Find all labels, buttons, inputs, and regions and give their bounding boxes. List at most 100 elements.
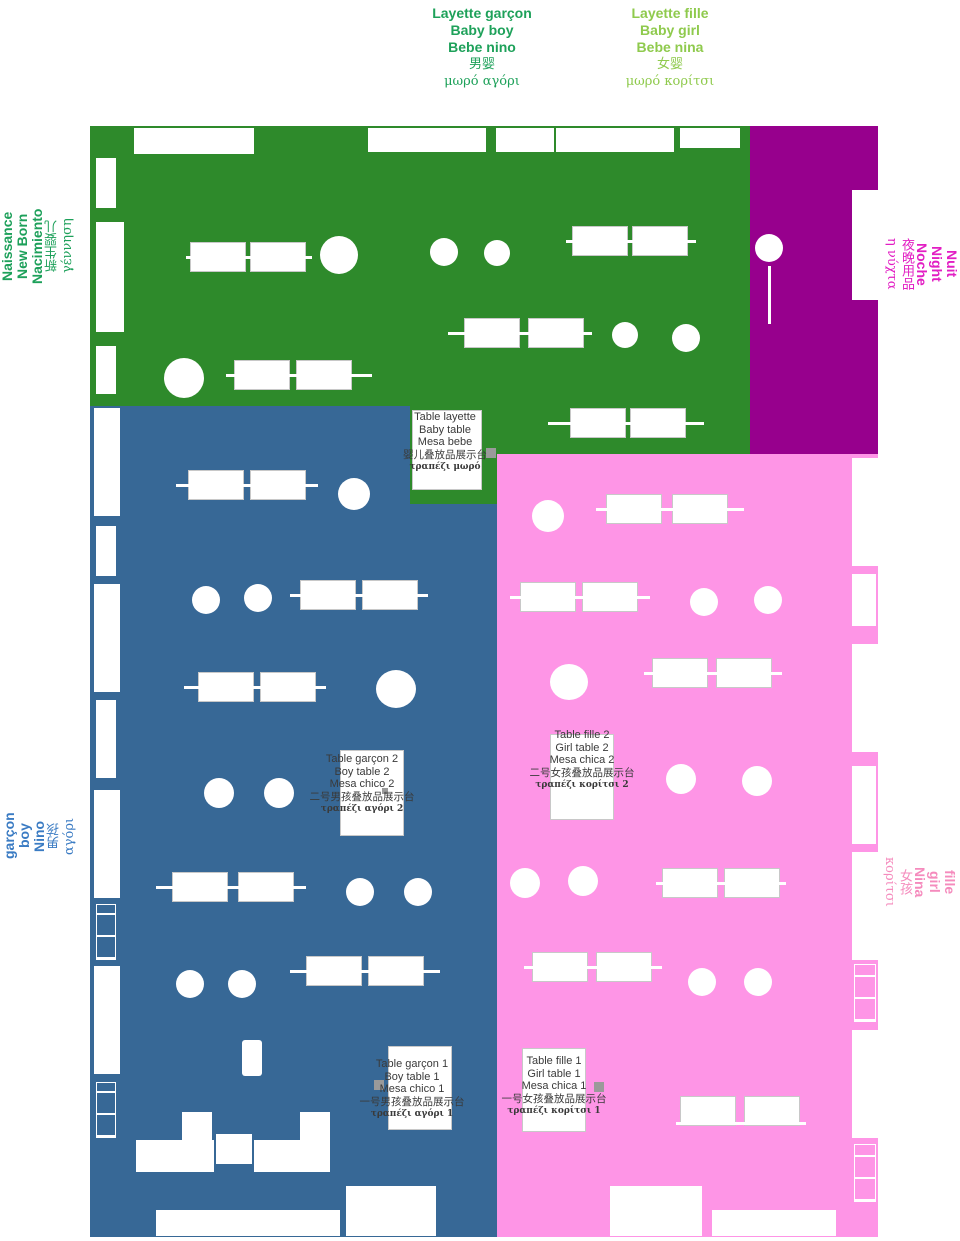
wall-shelf [680, 128, 740, 148]
display-box [242, 1040, 262, 1076]
wall-ladder [854, 1144, 876, 1202]
round-rack [742, 766, 772, 796]
boy-table-2-marker [382, 788, 388, 794]
gondola-rail [566, 240, 696, 243]
cashier-counter [136, 1140, 214, 1172]
night-wall-unit [852, 190, 878, 300]
round-rack [192, 586, 220, 614]
round-rack [228, 970, 256, 998]
gondola-rail [448, 332, 592, 335]
wall-shelf [852, 766, 876, 844]
cashier-block [300, 1112, 330, 1140]
gondola-rail [548, 422, 704, 425]
round-rack [244, 584, 272, 612]
gondola-rail [176, 484, 318, 487]
wall-shelf [96, 222, 124, 332]
round-rack [338, 478, 370, 510]
gondola-rail [186, 256, 312, 259]
wall-shelf [852, 852, 878, 960]
gondola-rail [290, 970, 440, 973]
round-rack [176, 970, 204, 998]
baby-table-marker [486, 448, 496, 458]
wall-shelf [852, 1030, 878, 1138]
round-rack [744, 968, 772, 996]
bottom-shelf [346, 1186, 436, 1236]
round-rack [690, 588, 718, 616]
girl-table-1-marker [594, 1082, 604, 1092]
gondola-rail [184, 686, 326, 689]
wall-shelf [94, 966, 120, 1074]
girl-table-2[interactable] [550, 734, 614, 820]
wall-shelf [94, 584, 120, 692]
round-rack [568, 866, 598, 896]
wall-shelf [852, 574, 876, 626]
round-rack [404, 878, 432, 906]
round-rack [532, 500, 564, 532]
wall-shelf [96, 700, 116, 778]
round-rack [484, 240, 510, 266]
round-rack [430, 238, 458, 266]
bottom-shelf [610, 1186, 702, 1236]
round-rack [666, 764, 696, 794]
gondola-rail [290, 594, 428, 597]
round-rack [164, 358, 204, 398]
gondola-rail [656, 882, 786, 885]
wall-shelf [496, 128, 554, 152]
gondola-pair [744, 1096, 800, 1126]
round-rack [346, 878, 374, 906]
wall-shelf [94, 790, 120, 898]
round-rack [510, 868, 540, 898]
round-rack [376, 670, 416, 708]
round-rack [688, 968, 716, 996]
wall-shelf [134, 128, 254, 154]
round-rack [672, 324, 700, 352]
round-rack [204, 778, 234, 808]
boy-table-2[interactable] [340, 750, 404, 836]
wall-shelf [94, 408, 120, 516]
wall-shelf [852, 458, 878, 566]
bottom-shelf [156, 1210, 340, 1236]
gondola-pair [680, 1096, 736, 1126]
round-rack [612, 322, 638, 348]
cashier-counter [216, 1134, 252, 1164]
round-rack [550, 664, 588, 700]
round-rack [264, 778, 294, 808]
boy-table-1[interactable] [388, 1046, 452, 1130]
gondola-rail [596, 508, 744, 511]
cashier-counter [254, 1140, 330, 1172]
gondola-rail [524, 966, 662, 969]
night-rail [768, 266, 771, 324]
wall-shelf [368, 128, 486, 152]
gondola-rail [676, 1122, 806, 1125]
wall-shelf [96, 158, 116, 208]
girl-table-1[interactable] [522, 1048, 586, 1132]
boy-table-1-marker [374, 1080, 384, 1090]
gondola-rail [156, 886, 306, 889]
bottom-shelf [712, 1210, 836, 1236]
baby-table[interactable] [412, 410, 482, 490]
wall-shelf [556, 128, 674, 152]
wall-ladder [96, 904, 116, 960]
wall-shelf [852, 644, 878, 752]
gondola-rail [510, 596, 650, 599]
wall-ladder [96, 1082, 116, 1138]
round-rack [755, 234, 783, 262]
round-rack [320, 236, 358, 274]
gondola-rail [226, 374, 372, 377]
gondola-rail [644, 672, 782, 675]
wall-shelf [96, 526, 116, 576]
round-rack [754, 586, 782, 614]
cashier-block [182, 1112, 212, 1140]
wall-ladder [854, 964, 876, 1022]
